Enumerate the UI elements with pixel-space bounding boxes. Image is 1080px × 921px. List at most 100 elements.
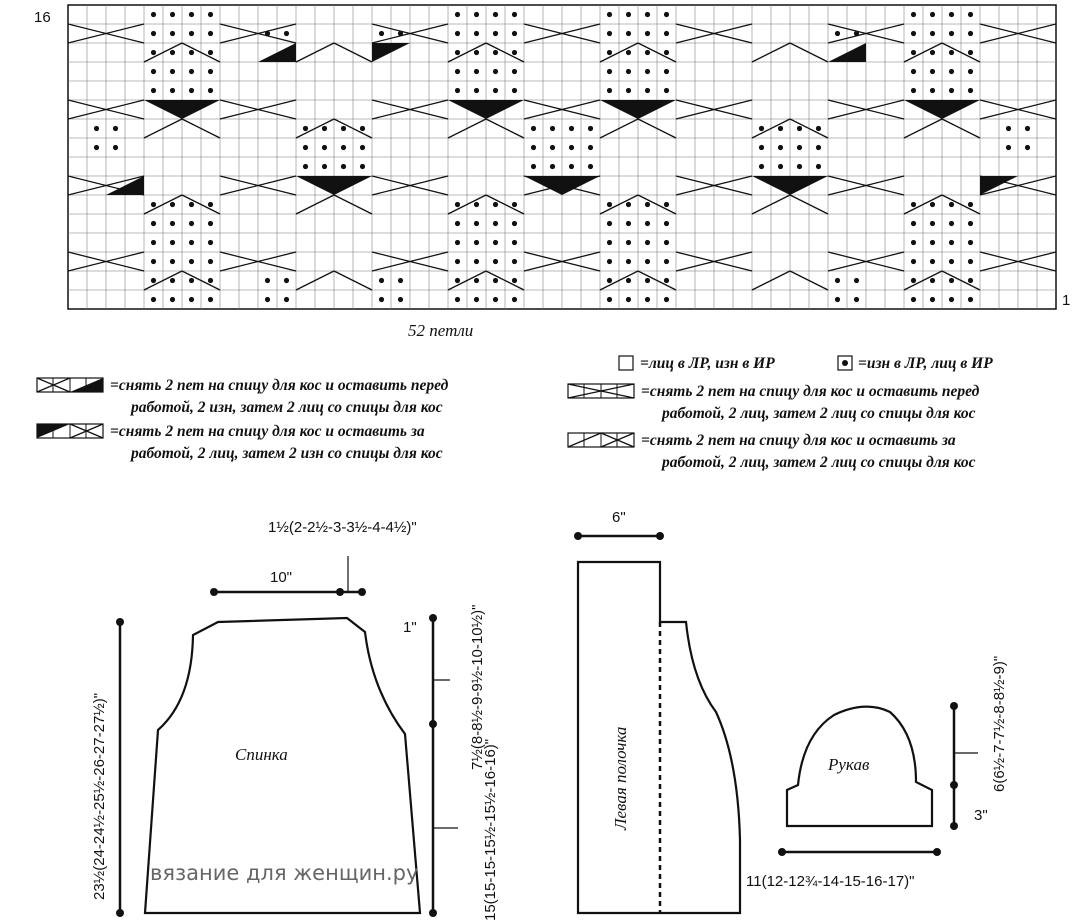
purl-dot bbox=[473, 68, 480, 75]
purl-dot bbox=[188, 296, 195, 303]
purl-dot bbox=[150, 87, 157, 94]
purl-dot bbox=[777, 163, 784, 170]
purl-dot bbox=[758, 125, 765, 132]
purl-dot bbox=[188, 49, 195, 56]
purl-dot bbox=[188, 220, 195, 227]
purl-dot bbox=[568, 163, 575, 170]
purl-dot bbox=[492, 49, 499, 56]
purl-dot bbox=[910, 296, 917, 303]
purl-dot bbox=[948, 296, 955, 303]
legend-cable-a-line2: работой, 2 изн, затем 2 лиц со спицы для… bbox=[129, 399, 443, 416]
purl-dot bbox=[302, 163, 309, 170]
purl-dot bbox=[454, 201, 461, 208]
purl-dot bbox=[378, 296, 385, 303]
purl-dot bbox=[150, 258, 157, 265]
purl-dot bbox=[606, 87, 613, 94]
purl-dot bbox=[169, 296, 176, 303]
purl-dot bbox=[454, 49, 461, 56]
purl-dot bbox=[967, 68, 974, 75]
purl-dot bbox=[625, 258, 632, 265]
purl-dot bbox=[910, 30, 917, 37]
purl-dot bbox=[492, 296, 499, 303]
purl-dot bbox=[530, 144, 537, 151]
purl-dot bbox=[948, 258, 955, 265]
purl-dot bbox=[1005, 144, 1012, 151]
purl-dot bbox=[834, 277, 841, 284]
purl-dot bbox=[188, 258, 195, 265]
purl-dot bbox=[606, 201, 613, 208]
purl-dot bbox=[853, 277, 860, 284]
purl-dot bbox=[663, 11, 670, 18]
purl-dot bbox=[910, 11, 917, 18]
purl-dot bbox=[910, 201, 917, 208]
sleeve-cap-text: 6(6½-7-7½-8-8½-9)" bbox=[991, 656, 1008, 792]
purl-dot bbox=[796, 144, 803, 151]
purl-dot bbox=[492, 220, 499, 227]
purl-dot bbox=[644, 87, 651, 94]
back-width-text: 10" bbox=[270, 569, 292, 586]
purl-dot bbox=[169, 239, 176, 246]
purl-dot bbox=[663, 258, 670, 265]
purl-dot bbox=[948, 11, 955, 18]
legend-cable-b-line1: =снять 2 пет на спицу для кос и оставить… bbox=[110, 423, 425, 440]
purl-dot bbox=[948, 68, 955, 75]
purl-dot bbox=[663, 30, 670, 37]
legend-cable-d-line1: =снять 2 пет на спицу для кос и оставить… bbox=[641, 432, 956, 449]
legend-cable-c-line2: работой, 2 лиц, затем 2 лиц со спицы для… bbox=[660, 405, 976, 422]
purl-dot bbox=[169, 277, 176, 284]
purl-dot bbox=[150, 220, 157, 227]
purl-dot bbox=[549, 144, 556, 151]
purl-dot bbox=[454, 11, 461, 18]
purl-dot bbox=[910, 258, 917, 265]
purl-dot bbox=[625, 277, 632, 284]
purl-dot bbox=[454, 68, 461, 75]
sleeve-label: Рукав bbox=[827, 755, 870, 774]
purl-dot bbox=[910, 277, 917, 284]
purl-dot bbox=[207, 296, 214, 303]
purl-dot bbox=[967, 49, 974, 56]
back-label: Спинка bbox=[235, 745, 288, 764]
purl-dot bbox=[929, 68, 936, 75]
purl-dot bbox=[625, 87, 632, 94]
purl-dot bbox=[473, 201, 480, 208]
purl-dot bbox=[473, 30, 480, 37]
purl-dot bbox=[207, 68, 214, 75]
purl-dot bbox=[834, 296, 841, 303]
purl-dot bbox=[948, 49, 955, 56]
purl-dot bbox=[663, 201, 670, 208]
purl-dot bbox=[473, 239, 480, 246]
purl-dot bbox=[207, 258, 214, 265]
purl-dot bbox=[511, 68, 518, 75]
purl-dot bbox=[758, 144, 765, 151]
purl-dot bbox=[815, 144, 822, 151]
purl-dot bbox=[283, 277, 290, 284]
purl-dot bbox=[473, 258, 480, 265]
chart-stitch-count: 52 петли bbox=[408, 321, 473, 340]
purl-dot bbox=[606, 296, 613, 303]
purl-dot bbox=[625, 49, 632, 56]
purl-dot bbox=[511, 49, 518, 56]
sleeve-height-dimension bbox=[952, 706, 978, 826]
purl-dot bbox=[207, 11, 214, 18]
sleeve-cuff-text: 3" bbox=[974, 807, 988, 824]
purl-dot bbox=[929, 296, 936, 303]
purl-dot bbox=[644, 220, 651, 227]
armhole-dimension bbox=[431, 618, 458, 913]
purl-dot bbox=[93, 125, 100, 132]
purl-dot bbox=[948, 201, 955, 208]
purl-dot bbox=[397, 277, 404, 284]
purl-dot bbox=[625, 201, 632, 208]
purl-dot bbox=[511, 277, 518, 284]
purl-dot bbox=[340, 125, 347, 132]
purl-dot bbox=[169, 11, 176, 18]
purl-dot bbox=[454, 258, 461, 265]
purl-dot bbox=[378, 30, 385, 37]
purl-dot bbox=[150, 296, 157, 303]
purl-dot bbox=[606, 239, 613, 246]
purl-dot bbox=[340, 163, 347, 170]
purl-dot bbox=[815, 125, 822, 132]
purl-dot bbox=[207, 220, 214, 227]
purl-dot bbox=[606, 30, 613, 37]
purl-dot bbox=[834, 30, 841, 37]
purl-dot bbox=[188, 239, 195, 246]
